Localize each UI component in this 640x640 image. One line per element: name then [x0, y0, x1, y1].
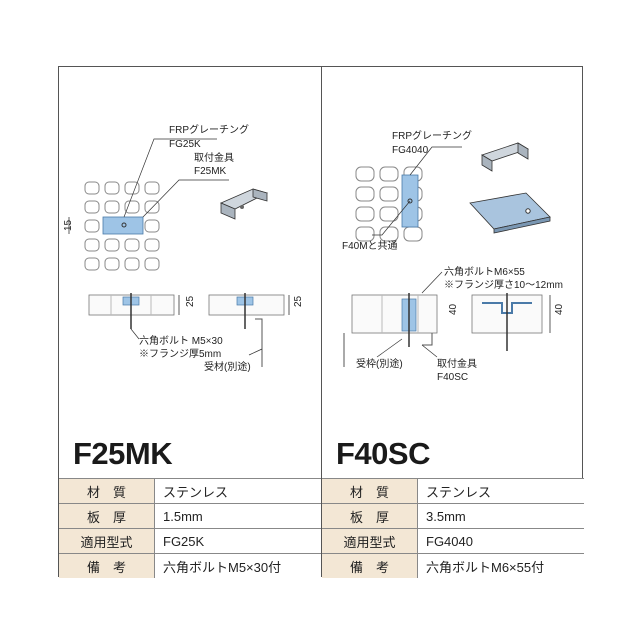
- spec-key: 備 考: [322, 553, 418, 578]
- f40sc-dim-side1: 40: [448, 303, 459, 315]
- f25mk-dim-plan: 15: [63, 219, 74, 231]
- f25mk-support-label: 受材(別途): [204, 360, 251, 373]
- spec-value: ステンレス: [417, 478, 584, 504]
- f25mk-bolt-label: 六角ボルト M5×30: [139, 335, 223, 347]
- f40sc-bracket-3d: [481, 142, 529, 172]
- model-title-f25mk: F25MK: [73, 436, 173, 471]
- f25mk-fitting-model: F25MK: [194, 166, 227, 177]
- spec-value: 六角ボルトM6×55付: [417, 553, 584, 578]
- f40sc-grating-label: FRPグレーチング: [392, 129, 472, 142]
- spec-value: 3.5mm: [417, 503, 584, 529]
- f25mk-dim-side2: 25: [293, 295, 304, 307]
- f40sc-shared-label: F40Mと共通: [342, 240, 398, 252]
- f40sc-bolt-label: 六角ボルトM6×55: [444, 266, 525, 278]
- spec-value: FG4040: [417, 528, 584, 554]
- f25mk-bracket-3d: [219, 188, 269, 220]
- spec-key: 備 考: [59, 553, 155, 578]
- f40sc-plan-grating: [355, 166, 423, 242]
- panel-f25mk: 15 FRPグレーチング FG25K 取付金具 F25MK: [59, 67, 321, 578]
- table-row: 備 考六角ボルトM6×55付: [322, 553, 584, 578]
- f40sc-section-1: [343, 293, 438, 367]
- spec-value: ステンレス: [154, 478, 321, 504]
- f25mk-grating-label: FRPグレーチング: [169, 123, 249, 136]
- f25mk-drawings: 15 FRPグレーチング FG25K 取付金具 F25MK: [63, 123, 304, 373]
- spec-key: 適用型式: [59, 528, 155, 554]
- f40sc-plate-3d: [469, 192, 551, 234]
- spec-value: 六角ボルトM5×30付: [154, 553, 321, 578]
- f25mk-grating-model: FG25K: [169, 139, 201, 150]
- f25mk-fitting-label: 取付金具: [194, 151, 234, 164]
- spec-value: FG25K: [154, 528, 321, 554]
- panel-f40sc: FRPグレーチング FG4040 F40Mと共通 六角ボルトM6×55 ※フラン…: [322, 67, 584, 578]
- spec-key: 材 質: [322, 478, 418, 504]
- f25mk-dim-side1: 25: [185, 295, 196, 307]
- f25mk-section-1: [88, 293, 180, 329]
- f25mk-flange-label: ※フランジ厚5mm: [139, 348, 221, 360]
- f40sc-drawings: FRPグレーチング FG4040 F40Mと共通 六角ボルトM6×55 ※フラン…: [342, 129, 565, 383]
- spec-key: 板 厚: [322, 503, 418, 529]
- f40sc-fitting-label: 取付金具: [437, 357, 477, 370]
- spec-key: 適用型式: [322, 528, 418, 554]
- f40sc-dim-side2: 40: [554, 303, 565, 315]
- f25mk-plan-grating: [68, 179, 169, 271]
- table-row: 備 考六角ボルトM5×30付: [59, 553, 321, 578]
- f40sc-fitting-model: F40SC: [437, 372, 468, 383]
- spec-key: 材 質: [59, 478, 155, 504]
- f40sc-flange-label: ※フランジ厚さ10～12mm: [444, 279, 563, 291]
- spec-key: 板 厚: [59, 503, 155, 529]
- model-title-f40sc: F40SC: [336, 436, 430, 471]
- f25mk-section-2: [208, 293, 290, 367]
- panel-divider: [321, 67, 322, 576]
- f40sc-section-2: [471, 293, 551, 351]
- product-sheet: 15 FRPグレーチング FG25K 取付金具 F25MK: [58, 66, 584, 578]
- table-row: 材 質ステンレス: [59, 478, 321, 504]
- f40sc-grating-model: FG4040: [392, 145, 429, 156]
- spec-value: 1.5mm: [154, 503, 321, 529]
- f40sc-frame-label: 受枠(別途): [356, 357, 403, 370]
- table-row: 材 質ステンレス: [322, 478, 584, 504]
